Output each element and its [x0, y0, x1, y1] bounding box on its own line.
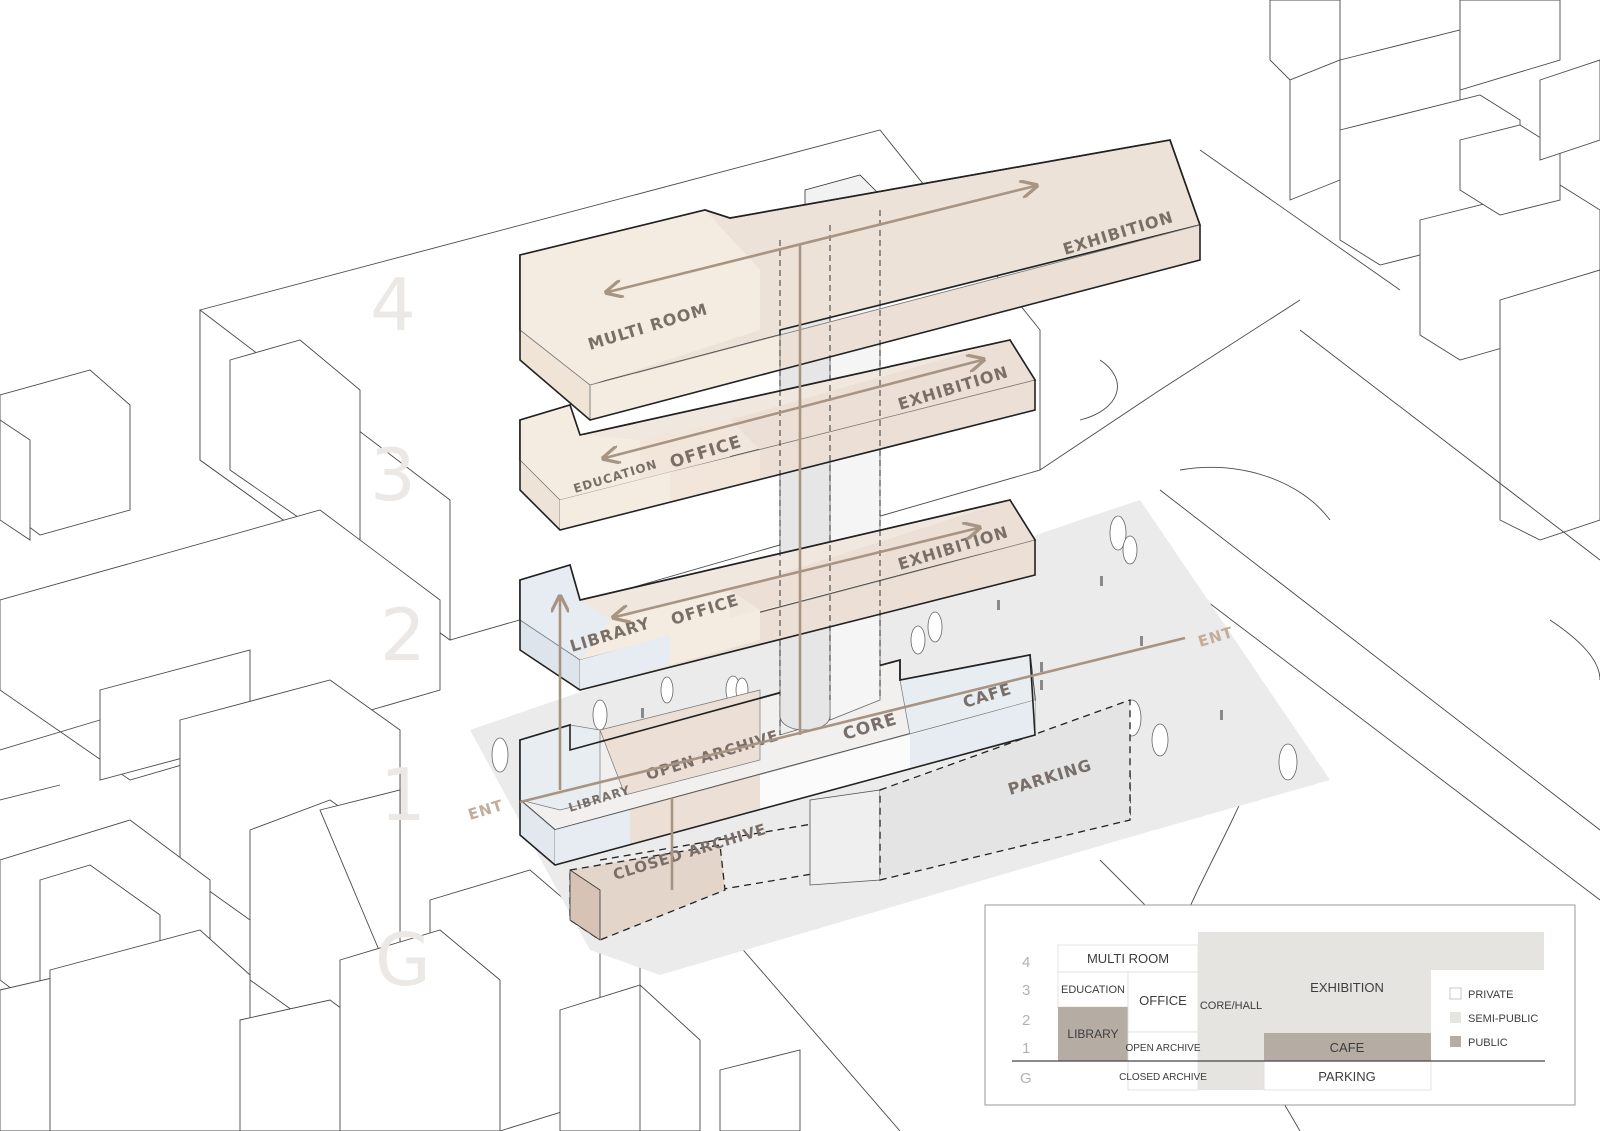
circulation-arrows	[519, 186, 1186, 890]
legend-key-semi-public: SEMI-PUBLIC	[1468, 1013, 1538, 1025]
ground-level: PARKING CLOSED ARCHIVE	[569, 699, 1131, 941]
level-g-label: G	[375, 918, 431, 1002]
entrance-west-label: ENT	[466, 796, 506, 824]
legend-key-public: PUBLIC	[1468, 1037, 1508, 1049]
legend-level-1: 1	[1022, 1040, 1030, 1057]
legend-office: OFFICE	[1139, 993, 1187, 1008]
legend-library: LIBRARY	[1067, 1027, 1118, 1041]
legend-education: EDUCATION	[1061, 984, 1125, 996]
level-3-label: 3	[370, 433, 416, 517]
program-legend: 4 3 2 1 G MULTI ROOM EDUCATION OFFICE LI…	[984, 904, 1576, 1106]
level-4-label: 4	[370, 263, 416, 347]
legend-core-hall: CORE/HALL	[1200, 1000, 1262, 1012]
legend-key-public-swatch	[1450, 1036, 1461, 1047]
legend-key-semi-public-swatch	[1450, 1012, 1461, 1023]
legend-multi-room: MULTI ROOM	[1087, 951, 1169, 966]
legend-cafe: CAFE	[1330, 1040, 1365, 1055]
legend-exhibition: EXHIBITION	[1310, 980, 1384, 995]
legend-open-archive: OPEN ARCHIVE	[1125, 1043, 1200, 1054]
legend-level-4: 4	[1022, 954, 1030, 971]
legend-key-private: PRIVATE	[1468, 989, 1513, 1001]
legend-key-private-swatch	[1449, 987, 1462, 1000]
floor-1: LIBRARY OPEN ARCHIVE CORE CAFE	[519, 654, 1036, 866]
level-2-label: 2	[380, 593, 426, 677]
legend-level-2: 2	[1022, 1012, 1030, 1029]
legend-parking: PARKING	[1318, 1069, 1376, 1084]
legend-level-g: G	[1020, 1070, 1032, 1087]
level-numbers: 4 3 2 1 G	[370, 263, 431, 1002]
level-1-label: 1	[380, 753, 426, 837]
legend-level-3: 3	[1022, 982, 1030, 999]
legend-closed-archive: CLOSED ARCHIVE	[1119, 1072, 1207, 1083]
